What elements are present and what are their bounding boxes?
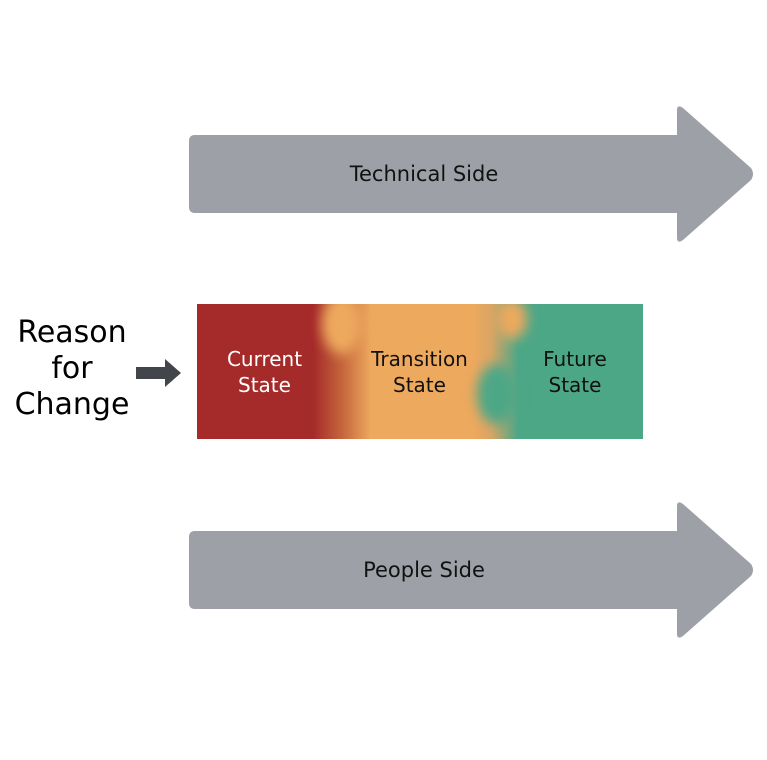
people-side-arrow: People Side xyxy=(189,500,755,640)
arrow-right-icon xyxy=(189,106,753,242)
future-state-line-1: Future xyxy=(543,346,607,371)
small-arrow-icon xyxy=(135,358,183,392)
transition-blob xyxy=(497,304,527,339)
future-state-line-2: State xyxy=(548,372,602,397)
people-side-label: People Side xyxy=(363,558,485,582)
transition-state-line-2: State xyxy=(393,372,446,397)
transition-state-line-1: Transition xyxy=(371,346,468,371)
arrow-right-icon xyxy=(189,502,753,638)
current-state-line-1: Current xyxy=(226,346,303,371)
technical-side-label: Technical Side xyxy=(349,162,499,186)
reason-line-2: for xyxy=(51,351,93,386)
transition-blob xyxy=(322,304,362,354)
reason-line-3: Change xyxy=(14,387,130,422)
transition-blob xyxy=(477,364,517,424)
current-state-line-2: State xyxy=(238,372,291,397)
technical-side-arrow: Technical Side xyxy=(189,104,755,244)
reason-for-change: Reason for Change xyxy=(8,315,136,423)
reason-line-1: Reason xyxy=(17,315,127,350)
